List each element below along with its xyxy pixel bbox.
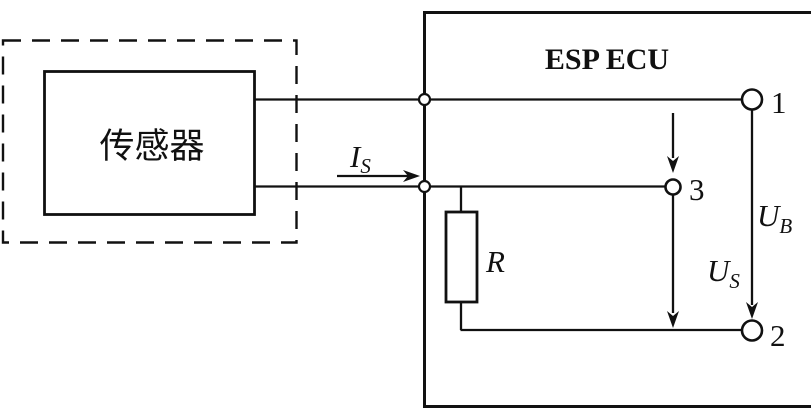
resistor-body <box>444 210 479 304</box>
signal-voltage-label: US <box>707 253 740 293</box>
current-arrow: IS <box>337 139 420 182</box>
terminal-1-circle <box>740 88 764 111</box>
supply-voltage-arrow: UB <box>746 109 792 319</box>
current-label-sub: S <box>360 154 371 178</box>
signal-voltage-label-base: U <box>707 253 732 288</box>
ecu-label: ESP ECU <box>545 43 669 76</box>
terminal-1: 1 <box>740 85 787 120</box>
current-arrowhead-icon <box>403 170 420 182</box>
signal-voltage-arrow: US <box>667 194 740 328</box>
supply-voltage-label-sub: B <box>779 214 792 238</box>
sensor-dashed-boundary <box>1 39 298 244</box>
supply-voltage-label: UB <box>757 198 792 238</box>
terminal-2-circle <box>740 319 764 342</box>
signal-voltage-label-sub: S <box>729 269 740 293</box>
ecu-box: ESP ECU <box>423 11 811 408</box>
ecu-outline <box>423 11 811 408</box>
supply-voltage-label-base: U <box>757 198 782 233</box>
junction-node-top <box>417 92 432 107</box>
sensor-box <box>43 70 256 216</box>
sensor-label: 传感器 <box>99 127 204 167</box>
current-label: IS <box>349 139 371 178</box>
current-label-base: I <box>349 139 362 174</box>
signal-voltage-arrowhead-icon <box>667 311 679 328</box>
junction-node-signal <box>417 179 432 194</box>
supply-voltage-arrowhead-icon <box>746 302 758 319</box>
sensor-assembly: 传感器 <box>1 39 298 244</box>
terminal-2: 2 <box>740 318 786 353</box>
input-arrow <box>667 113 679 173</box>
terminal-3-label: 3 <box>689 172 705 207</box>
resistor-label: R <box>485 244 505 279</box>
terminal-3: 3 <box>664 172 705 207</box>
terminal-1-label: 1 <box>771 85 787 120</box>
input-arrowhead-icon <box>667 156 679 173</box>
terminal-3-circle <box>664 178 682 196</box>
resistor-branch: R <box>444 186 505 330</box>
terminal-2-label: 2 <box>770 318 786 353</box>
